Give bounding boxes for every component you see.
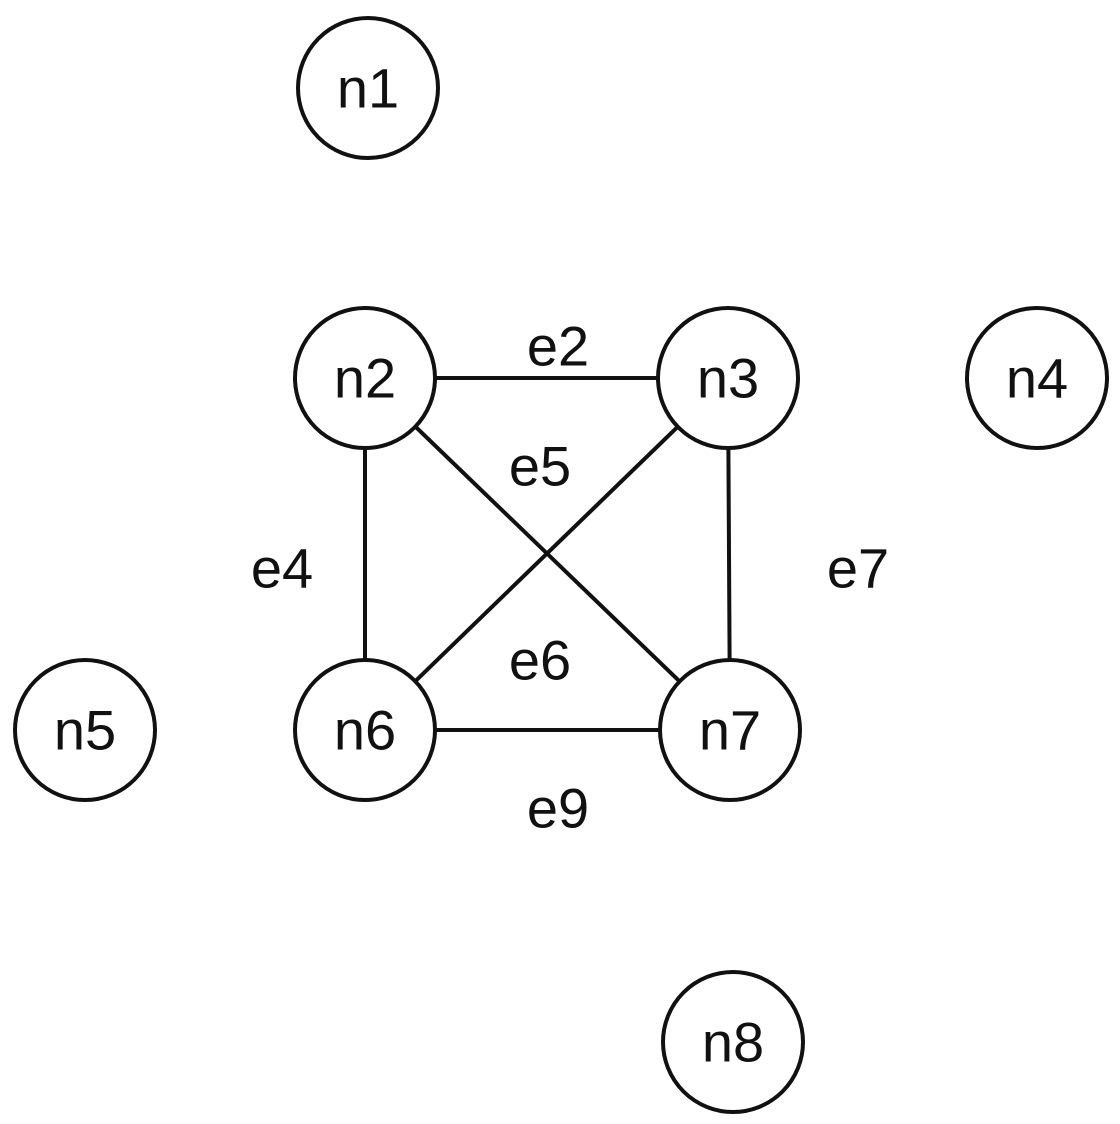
node-circle-n3 xyxy=(656,306,800,450)
node-label-n4: n4 xyxy=(1006,347,1068,410)
node-label-n2: n2 xyxy=(334,347,396,410)
node-label-n5: n5 xyxy=(54,699,116,762)
node-n7: n7 xyxy=(658,658,802,802)
node-label-n8: n8 xyxy=(702,1011,764,1074)
node-n4: n4 xyxy=(965,306,1109,450)
node-circle-n1 xyxy=(296,16,440,160)
edge-label-e5: e5 xyxy=(509,435,571,498)
node-circle-n4 xyxy=(965,306,1109,450)
node-label-n1: n1 xyxy=(337,57,399,120)
node-n6: n6 xyxy=(293,658,437,802)
edge-label-e9: e9 xyxy=(527,777,589,840)
node-n1: n1 xyxy=(296,16,440,160)
node-circle-n6 xyxy=(293,658,437,802)
edge-label-e2: e2 xyxy=(527,315,589,378)
node-n5: n5 xyxy=(13,658,157,802)
node-label-n6: n6 xyxy=(334,699,396,762)
edge-label-e7: e7 xyxy=(827,537,889,600)
edge-label-e4: e4 xyxy=(251,537,313,600)
edge-labels-layer: e2 e4 e5 e6 e7 e9 xyxy=(251,315,889,840)
node-circle-n2 xyxy=(293,306,437,450)
node-circle-n5 xyxy=(13,658,157,802)
edge-label-e6: e6 xyxy=(509,629,571,692)
node-n8: n8 xyxy=(661,970,805,1114)
nodes-layer: n1 n2 n3 n4 n5 n6 n7 n8 xyxy=(13,16,1109,1114)
edge-e6 xyxy=(363,376,730,732)
node-circle-n8 xyxy=(661,970,805,1114)
node-n3: n3 xyxy=(656,306,800,450)
node-label-n3: n3 xyxy=(697,347,759,410)
node-circle-n7 xyxy=(658,658,802,802)
node-n2: n2 xyxy=(293,306,437,450)
node-label-n7: n7 xyxy=(699,699,761,762)
